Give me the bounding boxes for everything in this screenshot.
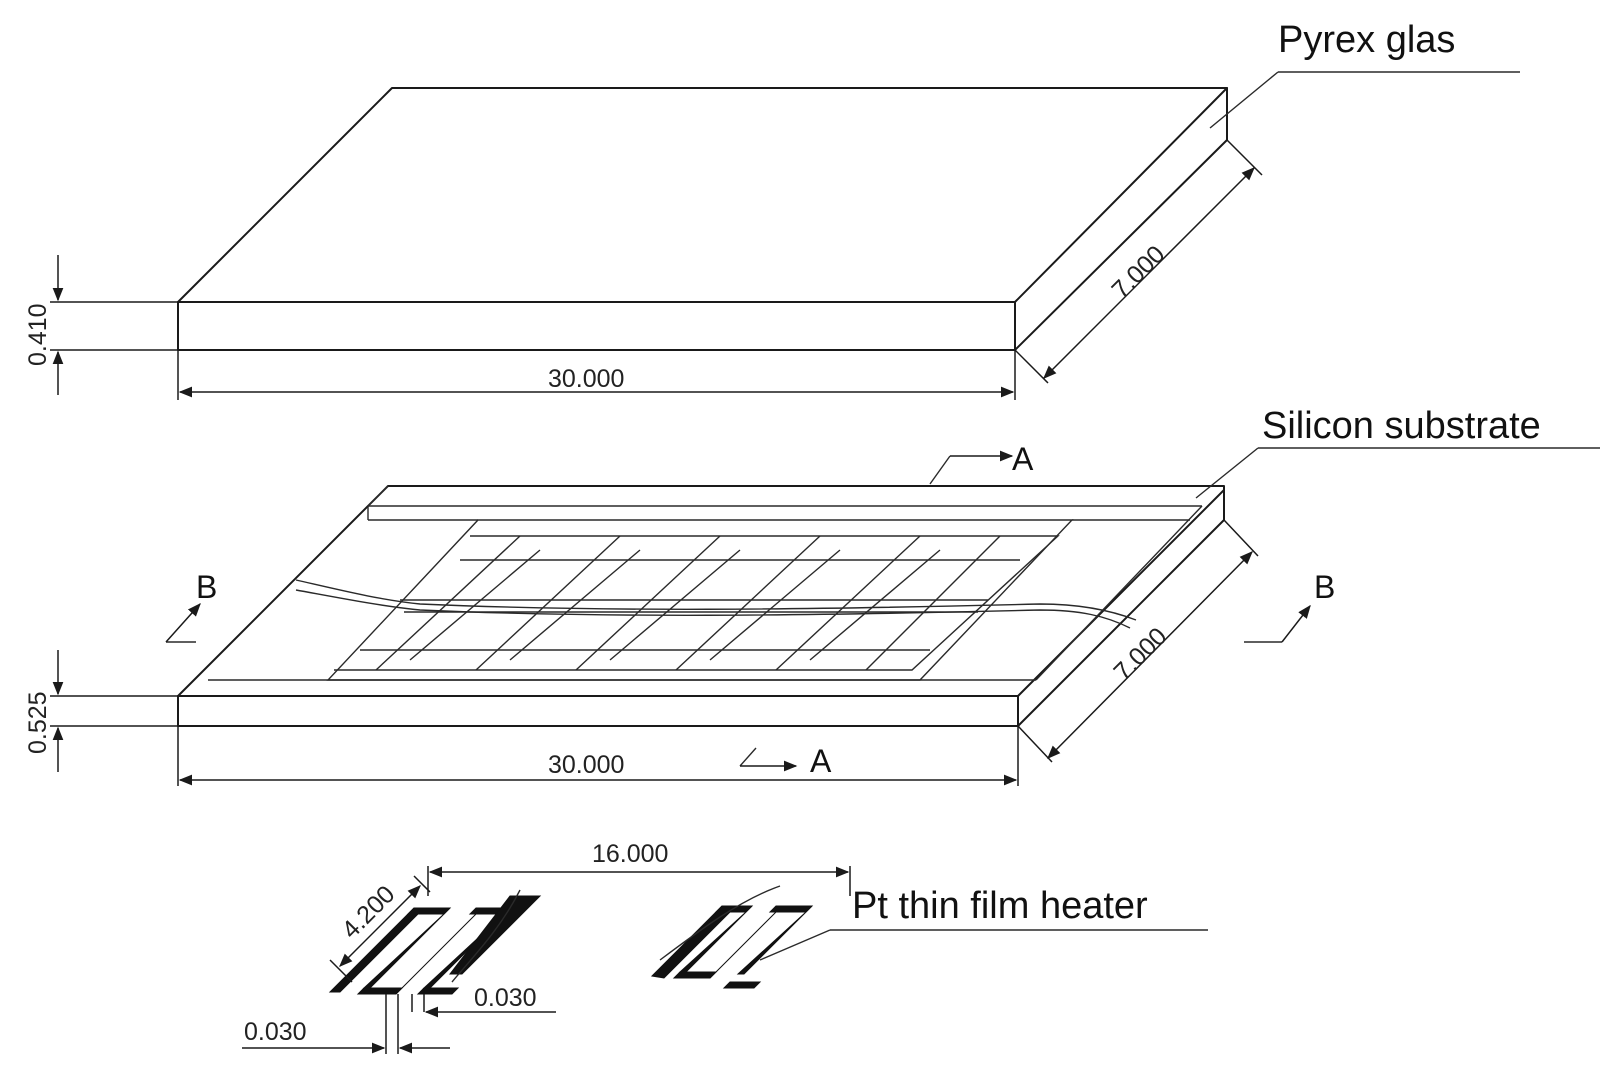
section-a-top-label: A <box>1012 441 1034 477</box>
si-width-dim: 7.000 <box>1017 519 1259 763</box>
heater-gap-dims: 0.030 0.030 <box>242 984 556 1054</box>
pyrex-length-dim: 30.000 <box>177 350 1016 400</box>
section-b-left: B <box>165 569 217 643</box>
section-b-right-label: B <box>1314 569 1335 605</box>
silicon-callout: Silicon substrate <box>1195 405 1600 499</box>
section-a-bottom-label: A <box>810 743 832 779</box>
si-length-dim: 30.000 <box>177 726 1019 786</box>
si-length-label: 30.000 <box>548 751 624 779</box>
heater-spacing-dim: 16.000 <box>427 840 851 896</box>
heater-label: Pt thin film heater <box>852 885 1148 927</box>
heater-callout: Pt thin film heater <box>759 885 1208 961</box>
section-b-left-label: B <box>196 569 217 605</box>
pyrex-plate <box>177 87 1228 351</box>
si-thickness-label: 0.525 <box>24 691 52 754</box>
cavity-grid <box>295 519 1137 681</box>
section-b-right: B <box>1244 569 1335 643</box>
pyrex-callout: Pyrex glas <box>1209 19 1520 129</box>
si-width-label: 7.000 <box>1108 622 1172 686</box>
heater-gap-2-label: 0.030 <box>474 984 537 1012</box>
pyrex-label: Pyrex glas <box>1278 19 1455 61</box>
pyrex-thickness-label: 0.410 <box>24 303 52 366</box>
heater-length-dim: 4.200 <box>329 875 431 983</box>
heater-gap-1-label: 0.030 <box>244 1018 307 1046</box>
silicon-substrate <box>177 485 1225 727</box>
silicon-label: Silicon substrate <box>1262 405 1541 447</box>
pyrex-thickness-dim: 0.410 <box>24 255 178 395</box>
heater-right <box>650 885 814 989</box>
section-a-top: A <box>929 441 1034 485</box>
si-thickness-dim: 0.525 <box>24 650 178 772</box>
heater-spacing-label: 16.000 <box>592 840 668 868</box>
section-a-bottom: A <box>739 743 832 779</box>
pyrex-length-label: 30.000 <box>548 365 624 393</box>
